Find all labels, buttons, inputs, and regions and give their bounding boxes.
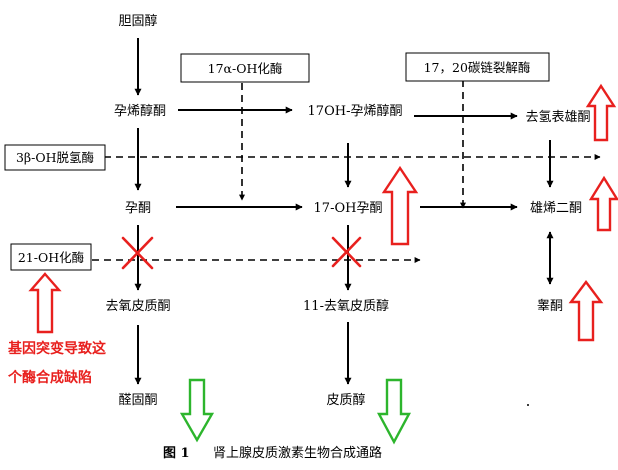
box-3b-dehydrogenase bbox=[4, 144, 106, 171]
box-lyase bbox=[405, 52, 550, 82]
figure-caption: 图 1 肾上腺皮质激素生物合成通路 bbox=[163, 445, 382, 461]
caption-label: 图 1 bbox=[163, 446, 190, 461]
label-3b-dehydrogenase: 3β-OH脱氢酶 bbox=[16, 150, 94, 165]
annotation-line-1: 基因突变导致这 bbox=[8, 340, 106, 357]
label-17a-hydroxylase: 17α-OH化酶 bbox=[208, 61, 283, 76]
cross-mark-left bbox=[121, 236, 154, 270]
down-arrow-aldosterone bbox=[179, 378, 215, 443]
compound-pregnenolone: 孕烯醇酮 bbox=[114, 103, 166, 119]
stray-dot bbox=[527, 404, 529, 406]
up-arrow-annotation bbox=[28, 272, 62, 334]
reaction-arrows bbox=[134, 38, 554, 385]
caption-title: 肾上腺皮质激素生物合成通路 bbox=[213, 445, 382, 461]
block-crosses bbox=[121, 236, 362, 270]
compound-labels: 胆固醇 孕烯醇酮 17OH-孕烯醇酮 去氢表雄酮 孕酮 17-OH孕酮 雄烯二酮… bbox=[105, 13, 590, 408]
decrease-arrows bbox=[179, 378, 412, 445]
compound-17oh-progesterone: 17-OH孕酮 bbox=[314, 201, 383, 216]
label-lyase: 17，20碳链裂解酶 bbox=[424, 60, 531, 75]
compound-dhea: 去氢表雄酮 bbox=[525, 110, 590, 125]
compound-progesterone: 孕酮 bbox=[125, 201, 151, 216]
compound-aldosterone: 醛固酮 bbox=[118, 392, 157, 408]
box-21-hydroxylase bbox=[10, 243, 92, 271]
up-arrow-dhea bbox=[585, 83, 617, 142]
compound-deoxycortisol: 11-去氧皮质醇 bbox=[303, 298, 389, 314]
annotation-line-2: 个酶合成缺陷 bbox=[7, 369, 92, 386]
enzyme-boxes: 17α-OH化酶 17，20碳链裂解酶 3β-OH脱氢酶 21-OH化酶 bbox=[4, 52, 550, 271]
up-arrow-testosterone bbox=[568, 280, 604, 342]
compound-testosterone: 睾酮 bbox=[537, 298, 563, 314]
compound-cholesterol: 胆固醇 bbox=[118, 13, 157, 29]
mutation-annotation: 基因突变导致这 个酶合成缺陷 bbox=[7, 340, 106, 386]
box-17a-hydroxylase bbox=[180, 53, 310, 83]
up-arrow-17ohprog bbox=[381, 165, 419, 246]
compound-androstenedione: 雄烯二酮 bbox=[530, 201, 582, 216]
cross-mark-center bbox=[331, 236, 362, 268]
compound-cortisol: 皮质醇 bbox=[326, 392, 365, 408]
down-arrow-cortisol bbox=[376, 378, 412, 445]
compound-17oh-pregnenolone: 17OH-孕烯醇酮 bbox=[308, 103, 403, 119]
enzyme-lines bbox=[92, 80, 601, 263]
compound-deoxycorticosterone: 去氧皮质酮 bbox=[105, 299, 170, 314]
label-21-hydroxylase: 21-OH化酶 bbox=[18, 250, 84, 265]
increase-arrows bbox=[28, 83, 618, 342]
up-arrow-androstenedione bbox=[588, 175, 618, 232]
